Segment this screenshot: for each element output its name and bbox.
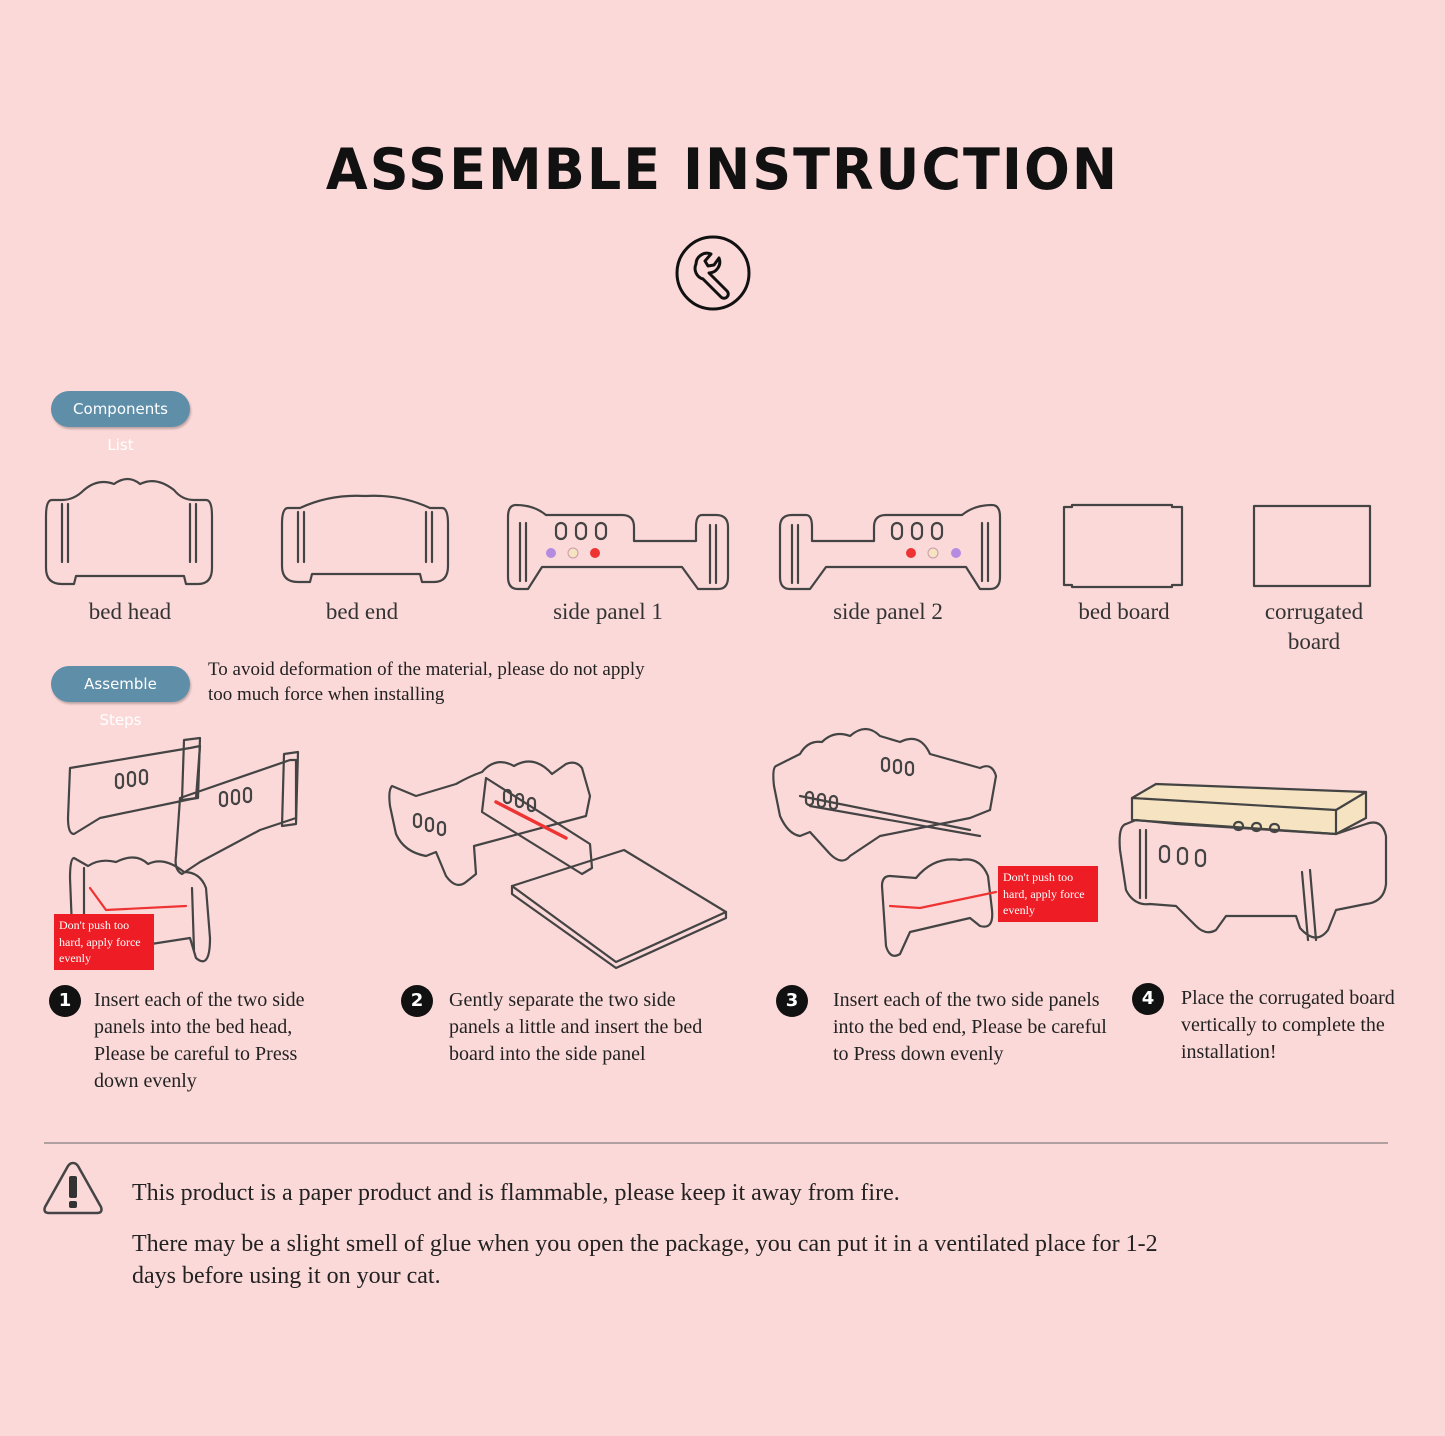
bed-head-diagram: [44, 477, 214, 586]
warning-triangle-icon: [43, 1161, 103, 1215]
step-4-number: 4: [1132, 983, 1164, 1015]
page-title: ASSEMBLE INSTRUCTION: [325, 136, 1120, 203]
side-panel-1-diagram: [506, 503, 730, 591]
section-divider: [44, 1142, 1388, 1144]
step-1-number: 1: [49, 985, 81, 1017]
step-3-number: 3: [776, 985, 808, 1017]
step-3-diagram: [772, 727, 998, 957]
bed-board-diagram: [1062, 503, 1184, 589]
assemble-steps-label: Assemble Steps: [51, 666, 190, 729]
step-4-text: Place the corrugated board vertically to…: [1181, 987, 1395, 1063]
step-3-warning-box: Don't push too hard, apply force evenly: [998, 866, 1098, 922]
component-label-side-panel-1: side panel 1: [553, 599, 663, 624]
step-2-diagram: [388, 760, 728, 970]
component-label-bed-end: bed end: [325, 599, 399, 624]
step-4-diagram: [1118, 782, 1388, 942]
assembly-note: To avoid deformation of the material, pl…: [208, 659, 645, 705]
safety-fire-warning: This product is a paper product and is f…: [132, 1180, 900, 1206]
bed-end-diagram: [280, 494, 450, 584]
step-3-text: Insert each of the two side panels into …: [833, 989, 1107, 1065]
wrench-icon: [675, 235, 751, 311]
step-1-text: Insert each of the two side panels into …: [94, 989, 305, 1092]
component-label-corrugated-board: corrugated board: [1264, 599, 1364, 654]
step-2-number: 2: [401, 985, 433, 1017]
component-label-bed-board: bed board: [1078, 599, 1170, 624]
step-1-warning-box: Don't push too hard, apply force evenly: [54, 914, 154, 970]
component-label-bed-head: bed head: [88, 599, 172, 624]
safety-glue-note: There may be a slight smell of glue when…: [132, 1231, 1158, 1289]
step-2-text: Gently separate the two side panels a li…: [449, 989, 703, 1065]
component-label-side-panel-2: side panel 2: [833, 599, 943, 624]
components-list-label: Components List: [51, 391, 190, 454]
side-panel-2-diagram: [778, 503, 1002, 591]
corrugated-board-diagram: [1252, 504, 1372, 588]
